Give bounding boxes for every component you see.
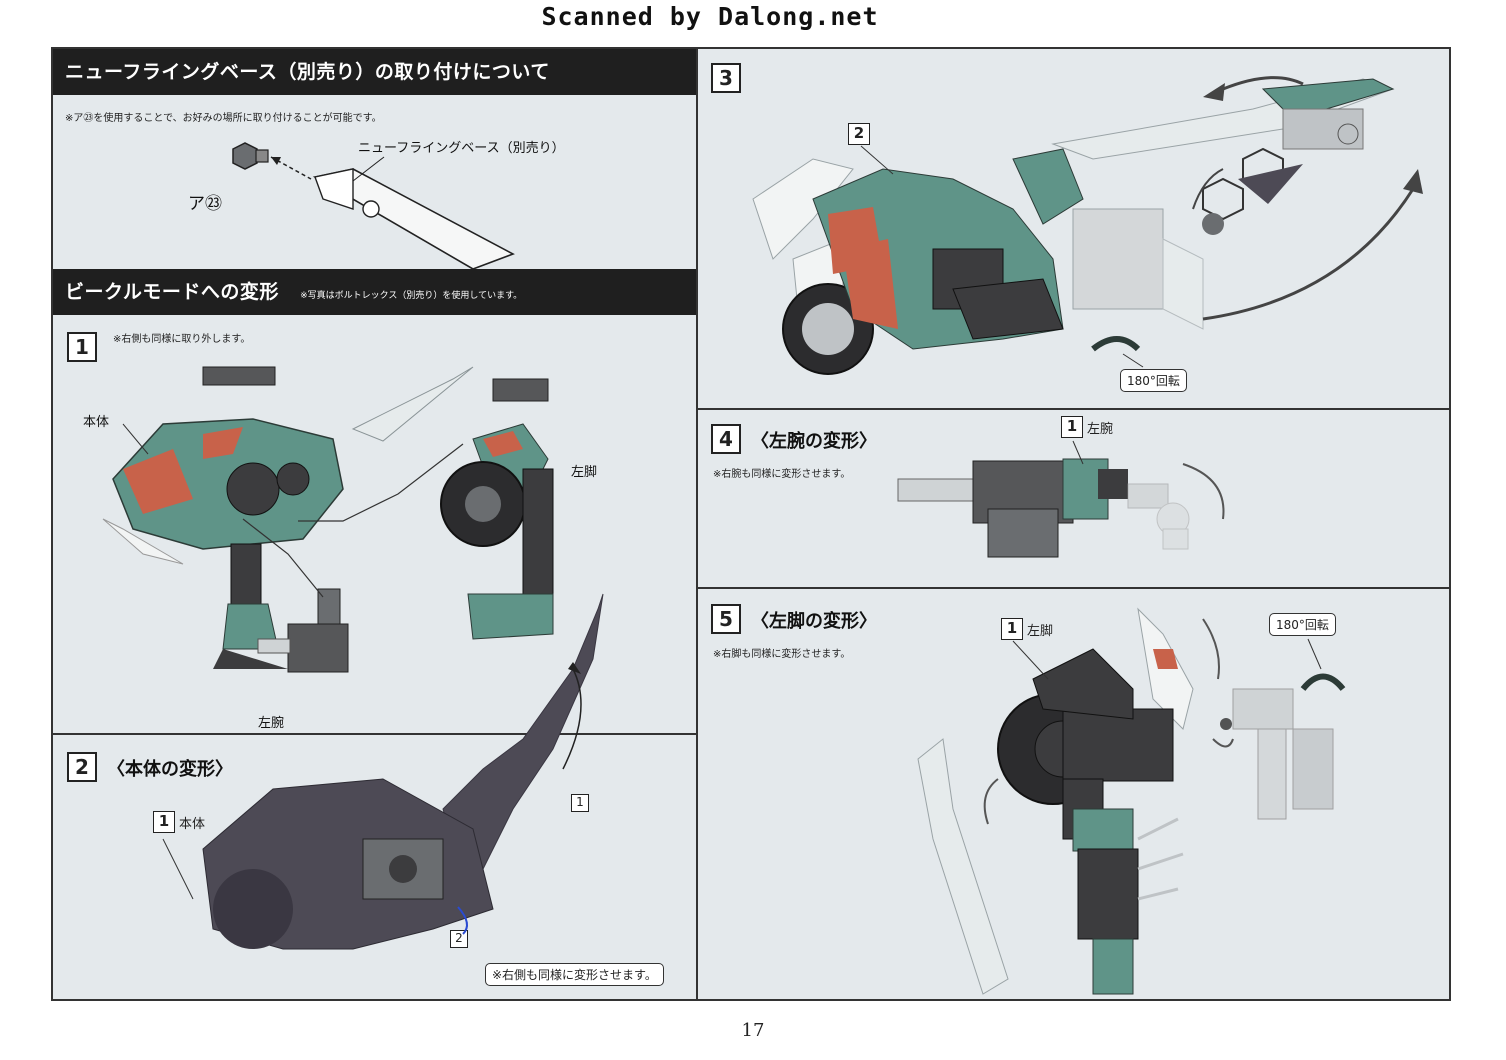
flying-base-label: ニューフライングベース（別売り） <box>358 141 565 156</box>
step5-gun <box>1220 688 1334 820</box>
step1-gun-top <box>202 366 276 386</box>
step4-arm-gun <box>897 458 1128 558</box>
center-divider <box>696 49 698 999</box>
divider-step4-step5 <box>698 587 1449 589</box>
step3-arrow-right <box>1202 188 1415 321</box>
step2-robot-illustration <box>162 593 604 950</box>
flying-base-note: ※ア㉓を使用することで、お好みの場所に取り付けることが可能です。 <box>65 113 382 124</box>
step3-tail-blade <box>1051 78 1395 160</box>
step5-rotate-badge: 180°回転 <box>1269 613 1336 636</box>
step5-arrow-gun <box>1212 738 1234 748</box>
step2-ref-body: 1 本体 <box>153 811 205 833</box>
step5-leg-illustration <box>917 607 1346 995</box>
step4-hand <box>1127 483 1190 550</box>
step2-number: 2 <box>67 752 97 782</box>
step2-ref-1-num: 1 <box>571 794 589 812</box>
step5-ref-leader <box>1012 640 1049 680</box>
step4-ref: 1 左腕 <box>1061 416 1113 438</box>
step3-ref-num: 2 <box>848 123 870 145</box>
watermark: Scanned by Dalong.net <box>541 2 879 31</box>
step4-ref-label: 左腕 <box>1087 421 1114 437</box>
part-a23-nut <box>232 142 269 170</box>
divider-step3-step4 <box>698 408 1449 410</box>
step5-ref: 1 左脚 <box>1001 618 1053 640</box>
step2-rotate-arrowhead <box>568 662 581 674</box>
step1-number: 1 <box>67 332 97 362</box>
step2-rotate-arrow <box>562 668 582 770</box>
step3-ref-leader <box>860 145 894 175</box>
insert-arrowhead <box>271 157 281 165</box>
vehicle-mode-header-text: ビークルモードへの変形 <box>65 281 279 303</box>
step4-arm-illustration <box>897 440 1225 558</box>
step3-rotate-badge: 180°回転 <box>1120 369 1187 392</box>
step2-ref-body-label: 本体 <box>179 816 206 832</box>
step5-thigh-plate <box>1137 607 1194 730</box>
step3-chassis <box>812 148 1084 350</box>
step1-leader-arm <box>242 518 324 598</box>
step3-ref: 2 <box>848 123 870 145</box>
step5-title: 〈左脚の変形〉 <box>751 611 877 632</box>
step5-arrow-top <box>1202 618 1220 680</box>
step1-leader-leg <box>298 443 464 522</box>
step4-title: 〈左腕の変形〉 <box>751 431 877 452</box>
step1-note: ※右側も同様に取り外します。 <box>113 334 251 345</box>
step1-label-body: 本体 <box>83 415 110 430</box>
step2-ref-1: 1 <box>571 794 589 812</box>
step5-rotate-leader <box>1307 638 1322 670</box>
step2-title: 〈本体の変形〉 <box>107 759 233 780</box>
step1-left-leg <box>440 378 554 640</box>
instruction-sheet: ニューフライングベース（別売り）の取り付けについて ※ア㉓を使用することで、お好… <box>51 47 1451 1001</box>
step5-note: ※右脚も同様に変形させます。 <box>713 649 851 660</box>
step1-left-arm <box>257 588 349 673</box>
step2-ref-body-num: 1 <box>153 811 175 833</box>
step5-lower-leg <box>1062 778 1184 995</box>
step5-ref-num: 1 <box>1001 618 1023 640</box>
step1-robot-illustration <box>102 366 554 673</box>
step4-note: ※右腕も同様に変形させます。 <box>713 469 851 480</box>
step4-ref-leader <box>1072 440 1084 465</box>
step3-number: 3 <box>711 63 741 93</box>
step1-body <box>102 418 344 565</box>
step3-rotate-leader <box>1122 353 1144 368</box>
step3-hex-part <box>1202 147 1303 235</box>
step3-rotate-arrow <box>1091 336 1141 352</box>
step1-label-left-leg: 左脚 <box>571 465 598 480</box>
flying-base-header: ニューフライングベース（別売り）の取り付けについて <box>53 49 696 95</box>
divider-step1-step2 <box>53 733 696 735</box>
step3-arrow-top <box>1222 76 1304 91</box>
base-leader-line <box>352 156 385 182</box>
step4-rotate-arrow <box>1182 463 1225 520</box>
step2-body <box>202 778 494 950</box>
vehicle-mode-sub-note: ※写真はボルトレックス（別売り）を使用しています。 <box>300 291 523 301</box>
step3-vehicle-illustration <box>752 76 1423 375</box>
step1-body-leg <box>213 543 288 669</box>
step1-blade <box>351 366 474 442</box>
step3-arrow-top-head <box>1203 83 1225 101</box>
step2-leader-body <box>162 838 194 900</box>
step5-ref-label: 左脚 <box>1027 623 1054 639</box>
step1-leader-body <box>122 423 149 455</box>
flying-base-header-text: ニューフライングベース（別売り）の取り付けについて <box>65 61 550 83</box>
step3-front-wheel <box>782 283 874 375</box>
flying-base-illustration <box>232 142 515 269</box>
step3-arrow-right-head <box>1403 169 1423 194</box>
step3-arrow-small <box>1192 168 1224 210</box>
step4-ref-num: 1 <box>1061 416 1083 438</box>
step2-note-badge: ※右側も同様に変形させます。 <box>485 963 664 986</box>
step1-label-left-arm: 左腕 <box>258 716 285 731</box>
page-number: 17 <box>741 1020 765 1041</box>
vehicle-mode-header: ビークルモードへの変形 ※写真はボルトレックス（別売り）を使用しています。 <box>53 269 696 315</box>
step5-number: 5 <box>711 604 741 634</box>
step4-number: 4 <box>711 424 741 454</box>
step5-arrow-left <box>983 778 999 825</box>
step5-rotate-arrow <box>1300 673 1346 691</box>
step5-blade <box>917 738 1009 995</box>
step2-part-marker <box>457 906 468 935</box>
flying-base-arm <box>312 156 515 269</box>
step3-rear-frame <box>1072 208 1204 330</box>
step5-wheel-hip <box>997 648 1174 805</box>
part-a23-label: ア㉓ <box>188 194 222 214</box>
